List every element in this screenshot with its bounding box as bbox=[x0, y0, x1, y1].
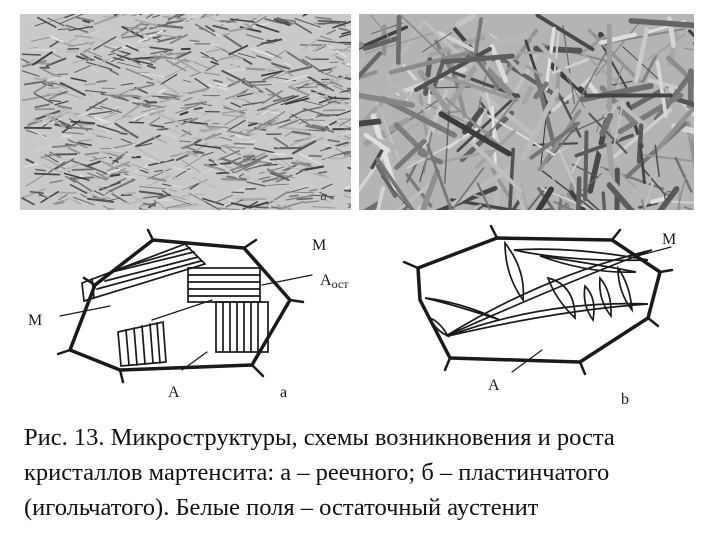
label-scheme-letter: b bbox=[621, 391, 629, 408]
label-austenite: А bbox=[168, 384, 180, 401]
lath-packet bbox=[118, 322, 166, 366]
figure-caption: Рис. 13. Микроструктуры, схемы возникнов… bbox=[24, 420, 704, 525]
micrograph-lath-martensite: a bbox=[20, 14, 351, 210]
label-scheme-letter: а bbox=[280, 384, 287, 401]
grain-boundary-stubs bbox=[404, 226, 672, 374]
label-martensite: М bbox=[662, 231, 676, 248]
lath-packet bbox=[216, 302, 268, 352]
lath-packet bbox=[82, 244, 205, 301]
caption-line: (игольчатого). Белые поля – остаточный а… bbox=[24, 490, 704, 525]
label-retained-austenite: Аост bbox=[320, 272, 349, 291]
label-martensite: М bbox=[312, 237, 326, 254]
label-martensite: М bbox=[28, 312, 42, 329]
austenite-grain-outline bbox=[70, 240, 290, 370]
lath-packet bbox=[188, 268, 260, 302]
micrograph-letter: a bbox=[321, 188, 328, 204]
label-austenite: А bbox=[488, 377, 500, 394]
scheme-lath-martensite: М Аост М А а bbox=[28, 230, 349, 401]
micrograph-letter: б bbox=[663, 188, 670, 204]
martensite-plates bbox=[425, 243, 652, 336]
micrograph-plate-martensite: б bbox=[359, 14, 694, 210]
caption-line: кристаллов мартенсита: а – реечного; б –… bbox=[24, 455, 704, 490]
caption-line: Рис. 13. Микроструктуры, схемы возникнов… bbox=[24, 420, 704, 455]
scheme-plate-martensite: М А b bbox=[404, 226, 676, 408]
martensite-schemes: М Аост М А а bbox=[0, 210, 720, 420]
